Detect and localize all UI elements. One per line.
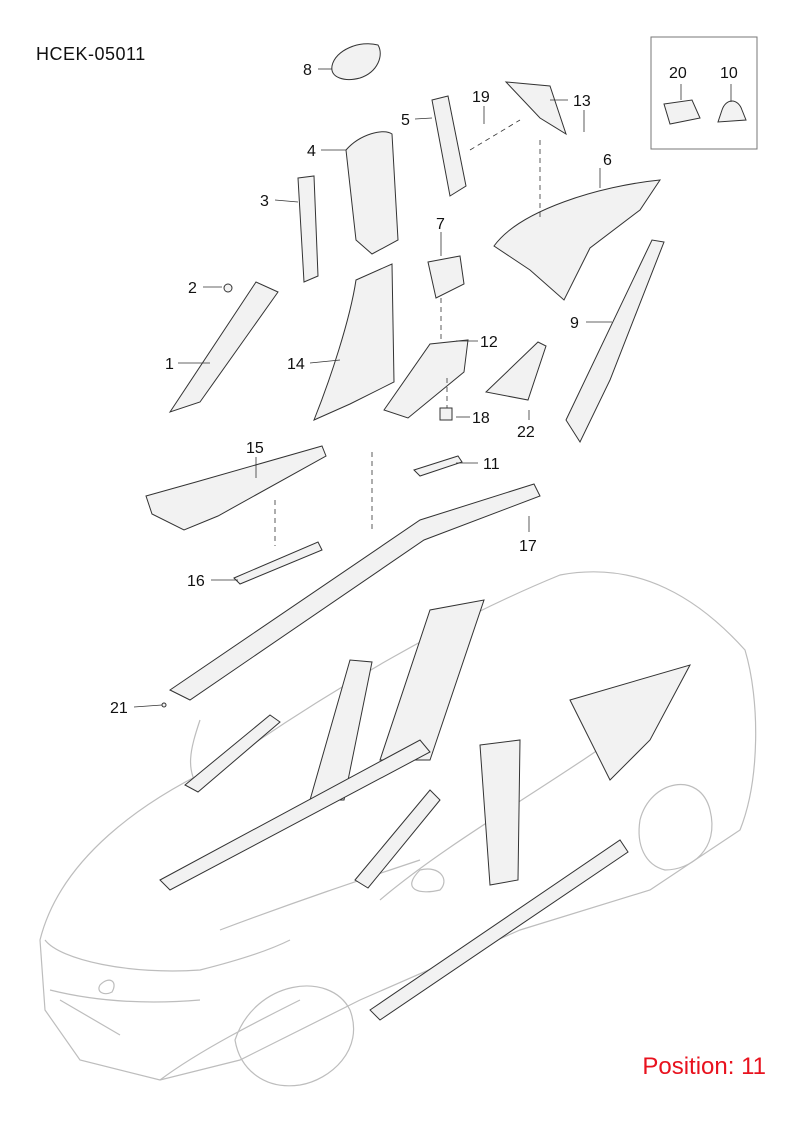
callout-10: 10	[720, 65, 738, 82]
part-21	[161, 702, 167, 708]
part-18	[439, 407, 453, 421]
callout-5: 5	[401, 112, 410, 129]
part-16	[233, 541, 323, 585]
diagram-code: HCEK-05011	[36, 44, 146, 64]
installed-c-pillar	[379, 599, 485, 761]
installed-sill-rear	[369, 839, 629, 1021]
callout-14: 14	[287, 356, 305, 373]
callout-2: 2	[188, 280, 197, 297]
part-8	[331, 43, 381, 80]
part-9	[565, 239, 665, 444]
part-20	[663, 99, 701, 125]
installed-sill-front	[159, 739, 431, 891]
installed-inner-b-pillar	[479, 739, 521, 886]
callout-17: 17	[519, 538, 537, 555]
part-17	[169, 483, 541, 701]
callout-21: 21	[110, 700, 128, 717]
part-7	[427, 255, 465, 299]
callout-11: 11	[483, 456, 500, 473]
part-4	[345, 131, 399, 255]
callout-1: 1	[165, 356, 174, 373]
assembly-lines	[274, 119, 541, 546]
callout-6: 6	[603, 152, 612, 169]
fastener-legend-box	[650, 36, 758, 150]
callout-labels: 1 2 3 4 5 6 7 8 9 10 11 12 13 14 15 16 1…	[110, 62, 738, 717]
part-10	[717, 100, 747, 123]
part-6	[493, 179, 662, 301]
position-label: Position: 11	[642, 1053, 766, 1080]
part-2	[223, 283, 233, 293]
part-5	[431, 95, 467, 197]
part-11	[413, 455, 463, 477]
part-12	[383, 339, 469, 419]
callout-15: 15	[246, 440, 264, 457]
callout-3: 3	[260, 193, 269, 210]
callout-18: 18	[472, 410, 490, 427]
part-13	[504, 81, 567, 136]
callout-19: 19	[472, 89, 490, 106]
installed-rear-quarter	[569, 664, 691, 781]
installed-a-pillar	[184, 714, 281, 793]
callout-16: 16	[187, 573, 205, 590]
installed-inner-a-pillar	[354, 789, 441, 889]
parts	[145, 43, 747, 1021]
part-1	[168, 281, 279, 413]
part-14	[313, 263, 395, 421]
part-15	[145, 445, 327, 531]
callout-7: 7	[436, 216, 445, 233]
callout-12: 12	[480, 334, 498, 351]
callout-4: 4	[307, 143, 316, 160]
callout-8: 8	[303, 62, 312, 79]
callout-20: 20	[669, 65, 687, 82]
callout-9: 9	[570, 315, 579, 332]
part-3	[297, 175, 319, 283]
leader-lines	[133, 68, 732, 708]
callout-13: 13	[573, 93, 591, 110]
callout-22: 22	[517, 424, 535, 441]
part-22	[484, 341, 547, 401]
